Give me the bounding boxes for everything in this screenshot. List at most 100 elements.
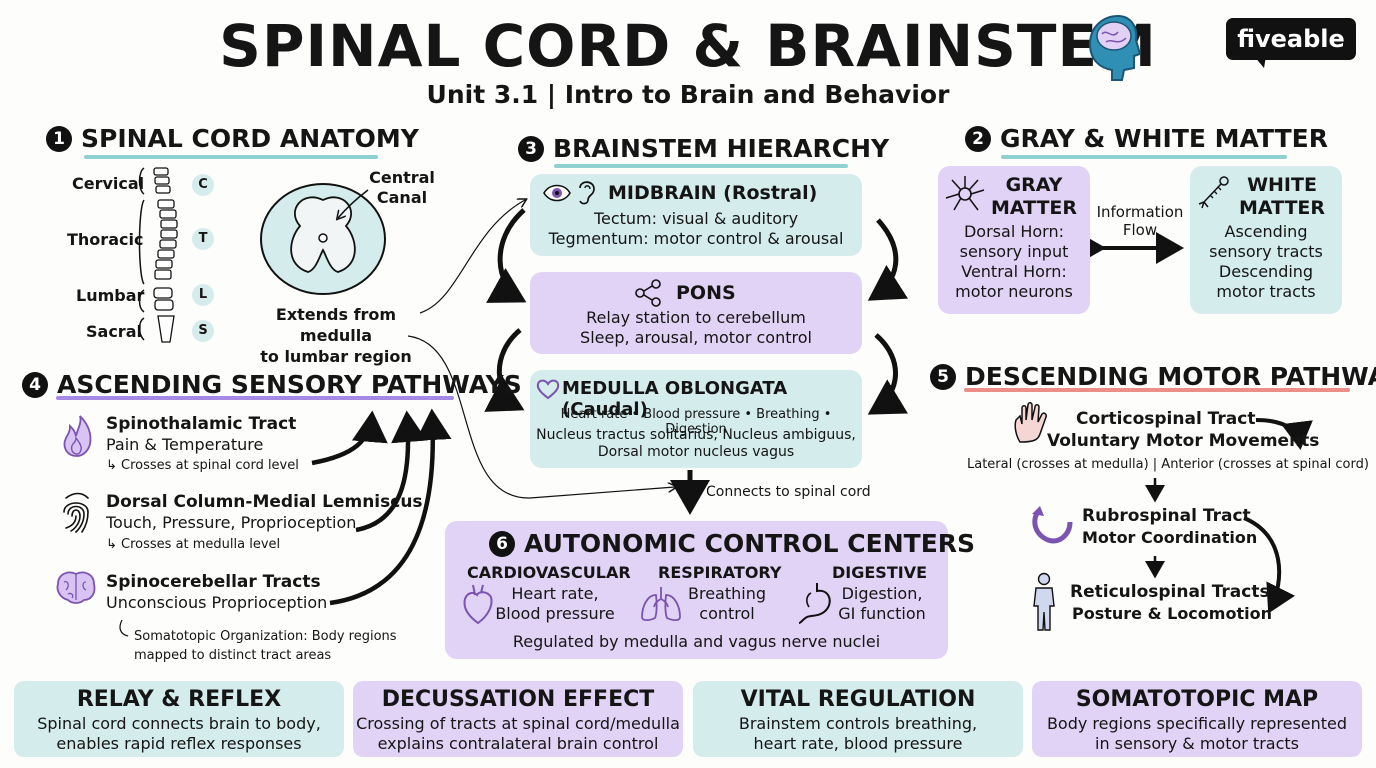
section-4-number: 4 [22,371,48,398]
section-2-heading: 2 GRAY & WHITE MATTER [965,124,1328,153]
heart-organ-icon [463,584,493,625]
spinothalamic-note: ↳ Crosses at spinal cord level [106,458,299,473]
lungs-icon [641,587,681,622]
extends-to-connects-line [407,335,675,499]
medulla-line-3: Dorsal motor nucleus vagus [597,444,795,460]
fiveable-logo[interactable]: fiveable [1226,18,1356,68]
pons-line-1: Relay station to cerebellum [586,308,806,327]
bottom-card-relay-reflex: RELAY & REFLEX Spinal cord connects brai… [14,681,344,757]
rubrospinal-name: Rubrospinal Tract [1082,506,1251,526]
section-5-heading: 5 DESCENDING MOTOR PATHWAYS [930,362,1376,391]
corticospinal-name: Corticospinal Tract [1076,409,1256,429]
flame-icon [63,415,92,457]
cortico-curve-arrow [1255,418,1313,450]
midbrain-line-1: Tectum: visual & auditory [593,209,799,228]
region-letter-t: T [192,228,214,250]
heart-outline-icon [536,379,560,400]
pons-title: PONS [676,282,736,304]
spinothalamic-arrow [311,410,388,466]
region-label-thoracic: Thoracic [67,230,144,249]
person-icon [1033,572,1055,631]
bottom-card-desc: Crossing of tracts at spinal cord/medull… [356,714,680,753]
spinothalamic-name: Spinothalamic Tract [106,414,297,434]
circular-arrow-icon [1032,506,1073,544]
dcml-desc: Touch, Pressure, Proprioception [106,513,357,532]
section-5-title: DESCENDING MOTOR PATHWAYS [965,362,1376,391]
page-title: SPINAL CORD & BRAINSTEM [219,12,1157,80]
central-canal-pointer [330,189,369,228]
mid-to-pons-left-arrow [486,208,527,303]
pons-line-2: Sleep, arousal, motor control [580,328,812,347]
section-4-title: ASCENDING SENSORY PATHWAYS [57,370,522,399]
autonomic-box: 6 AUTONOMIC CONTROL CENTERS CARDIOVASCUL… [445,521,975,659]
bottom-card-vital-regulation: VITAL REGULATION Brainstem controls brea… [693,681,1023,757]
bottom-card-title: DECUSSATION EFFECT [381,687,655,712]
spinothalamic-desc: Pain & Temperature [106,435,264,454]
reticulospinal-name: Reticulospinal Tracts [1070,582,1270,602]
section-3-title: BRAINSTEM HIERARCHY [553,134,890,163]
region-label-sacral: Sacral [86,322,142,341]
bottom-card-decussation: DECUSSATION EFFECT Crossing of tracts at… [353,681,683,757]
region-letter-l: L [192,284,214,306]
rubrospinal-desc: Motor Coordination [1082,528,1258,547]
section-6-title: AUTONOMIC CONTROL CENTERS [524,529,976,558]
pons-box: PONS Relay station to cerebellum Sleep, … [530,272,862,354]
mid-to-pons-right-arrow [867,218,909,301]
central-canal-label: Central Canal [369,168,435,207]
corticospinal-note: Lateral (crosses at medulla) | Anterior … [967,457,1369,472]
section-1-number: 1 [46,125,72,152]
connects-to-spinal-cord: Connects to spinal cord [706,484,871,500]
section-4-heading: 4 ASCENDING SENSORY PATHWAYS [22,370,522,399]
extends-to-midbrain-line [419,200,525,314]
region-letter-s: S [192,320,214,342]
spinocerebellar-name: Spinocerebellar Tracts [106,572,321,592]
stomach-icon [798,583,831,624]
corticospinal-desc: Voluntary Motor Movements [1047,431,1320,451]
region-label-lumbar: Lumbar [76,286,145,305]
pons-to-med-right-arrow [867,333,909,415]
medulla-line-1: Heart rate • Blood pressure • Breathing … [560,407,832,437]
page-subtitle: Unit 3.1 | Intro to Brain and Behavior [426,80,950,109]
autonomic-footer: Regulated by medulla and vagus nerve nuc… [512,632,881,651]
spinocerebellar-arrow [329,408,452,606]
section-2-number: 2 [965,125,991,152]
brain-head-icon [1088,14,1140,81]
respiratory-name: RESPIRATORY [658,563,782,582]
hand-icon [1014,402,1047,443]
fingerprint-icon [63,492,89,533]
midbrain-box: MIDBRAIN (Rostral) Tectum: visual & audi… [530,174,862,256]
spine-icon [138,167,178,343]
dcml-note: ↳ Crosses at medulla level [106,537,281,552]
region-label-cervical: Cervical [72,174,145,193]
dcml-name: Dorsal Column-Medial Lemniscus [106,492,423,512]
brain-icon [56,571,96,604]
bottom-card-title: RELAY & REFLEX [76,687,282,712]
medulla-line-2: Nucleus tractus solitarius, Nucleus ambi… [536,427,856,443]
share-nodes-icon [635,279,661,307]
eye-icon [543,184,571,202]
midbrain-line-2: Tegmentum: motor control & arousal [548,229,844,248]
cardiovascular-desc: Heart rate,Blood pressure [495,584,615,623]
region-letter-c: C [192,174,214,196]
pons-to-med-left-arrow [484,328,525,412]
bottom-card-desc: Spinal cord connects brain to body,enabl… [37,714,321,753]
digestive-desc: Digestion,GI function [838,584,926,623]
bottom-card-title: VITAL REGULATION [740,687,976,712]
neuron-icon [945,176,985,211]
medulla-title: MEDULLA OBLONGATA (Caudal) [562,378,788,420]
section-2-title: GRAY & WHITE MATTER [1000,124,1328,153]
midbrain-title: MIDBRAIN (Rostral) [608,182,818,204]
digestive-name: DIGESTIVE [832,563,927,582]
medulla-box: MEDULLA OBLONGATA (Caudal) Heart rate • … [530,370,862,468]
spinocerebellar-desc: Unconscious Proprioception [106,593,328,612]
